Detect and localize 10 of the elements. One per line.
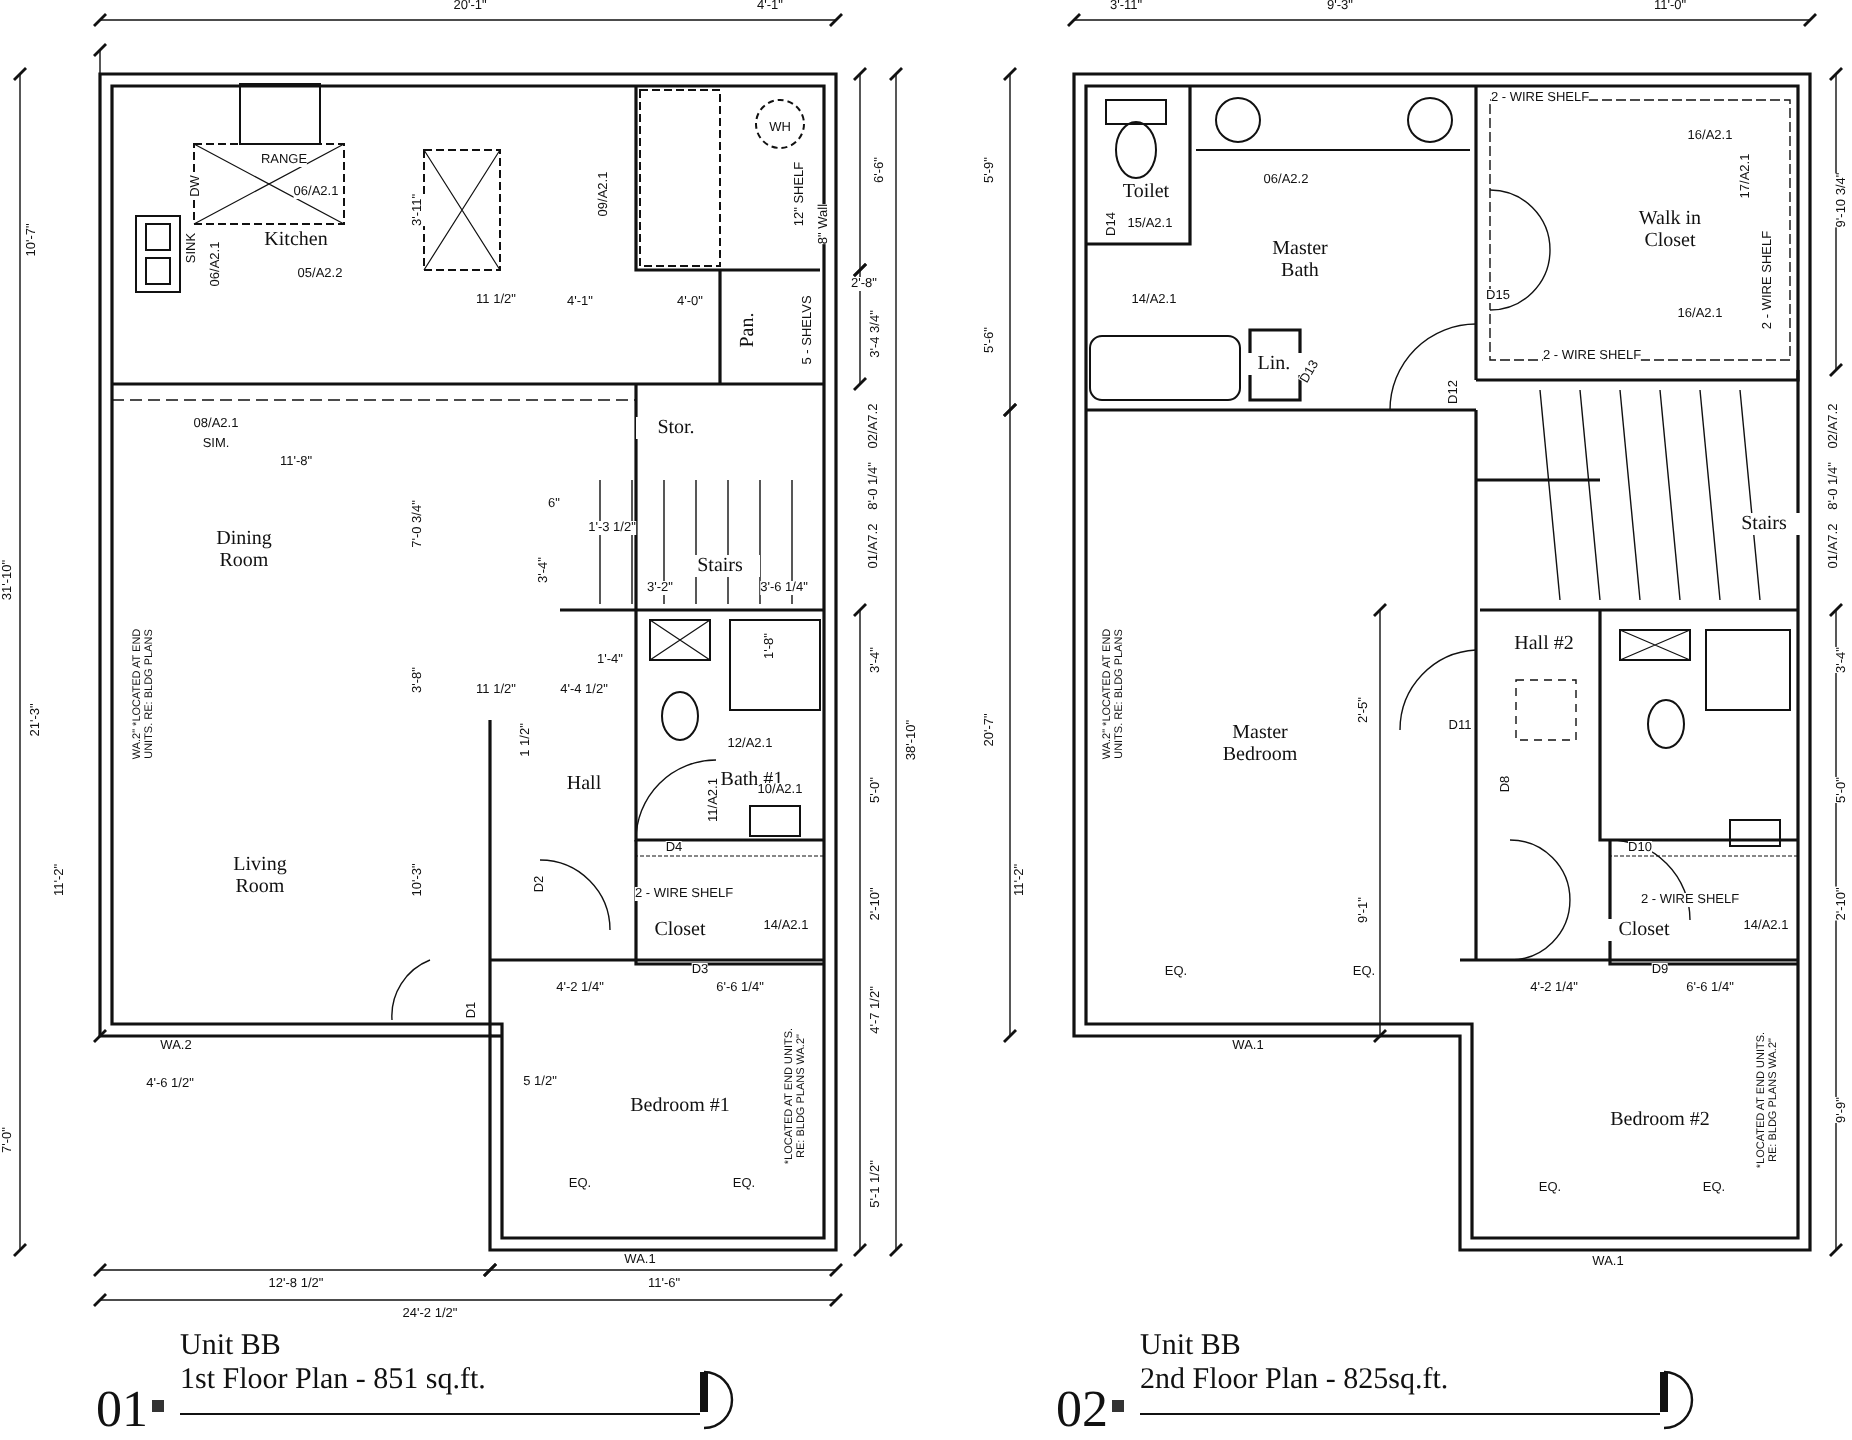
room-name: Bedroom #2	[1610, 1109, 1710, 1131]
plan-title: Unit BB	[180, 1330, 281, 1362]
plan-title: 1st Floor Plan - 851 sq.ft.	[180, 1364, 486, 1396]
plan-number: 02	[1056, 1384, 1108, 1436]
plan-title: Unit BB	[1140, 1330, 1241, 1362]
room-name: Hall #2	[1514, 633, 1574, 655]
room-name: Bedroom #1	[630, 1095, 730, 1117]
plan-number: 01	[96, 1384, 148, 1436]
plan-title: 2nd Floor Plan - 825sq.ft.	[1140, 1364, 1449, 1396]
room-name: Lin.	[1244, 353, 1304, 375]
